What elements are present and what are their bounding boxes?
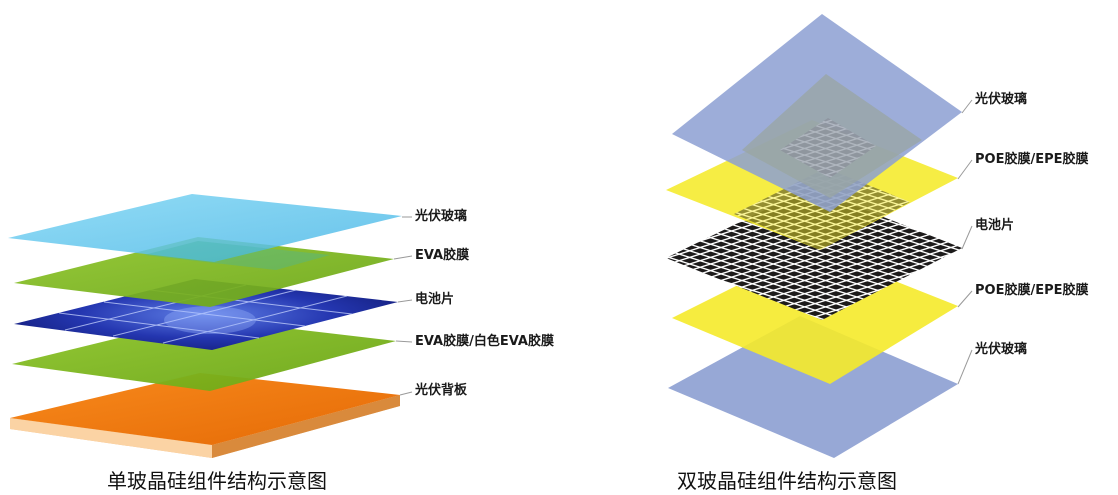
left-backsheet-layer (10, 373, 400, 458)
left-layer-label-cell: 电池片 (415, 292, 455, 307)
left-eva-bottom-layer (12, 318, 396, 391)
right-cell-layer (666, 188, 962, 320)
right-leader-lines (957, 99, 973, 385)
left-layer-label-backsheet: 光伏背板 (415, 383, 468, 398)
left-layer-label-glass: 光伏玻璃 (415, 209, 468, 224)
right-glass-bottom-layer (668, 316, 958, 458)
left-layer-label-eva: EVA胶膜 (415, 248, 470, 263)
right-layer-label-glass-bottom: 光伏玻璃 (975, 342, 1028, 357)
left-layer-label-eva-white: EVA胶膜/白色EVA胶膜 (415, 334, 554, 349)
right-layer-label-poe-bottom: POE胶膜/EPE胶膜 (975, 283, 1089, 298)
right-module-stack (666, 14, 962, 458)
right-layer-label-poe-top: POE胶膜/EPE胶膜 (975, 152, 1089, 167)
left-cell-layer (14, 279, 398, 350)
right-layer-label-glass-top: 光伏玻璃 (975, 92, 1028, 107)
left-figure-caption: 单玻晶硅组件结构示意图 (107, 469, 327, 493)
right-layer-label-cell: 电池片 (975, 218, 1015, 233)
left-leader-lines (393, 216, 413, 396)
right-figure-caption: 双玻晶硅组件结构示意图 (677, 469, 897, 493)
left-module-stack (8, 194, 402, 458)
left-eva-top-layer (14, 237, 394, 307)
left-glass-layer (8, 194, 402, 262)
